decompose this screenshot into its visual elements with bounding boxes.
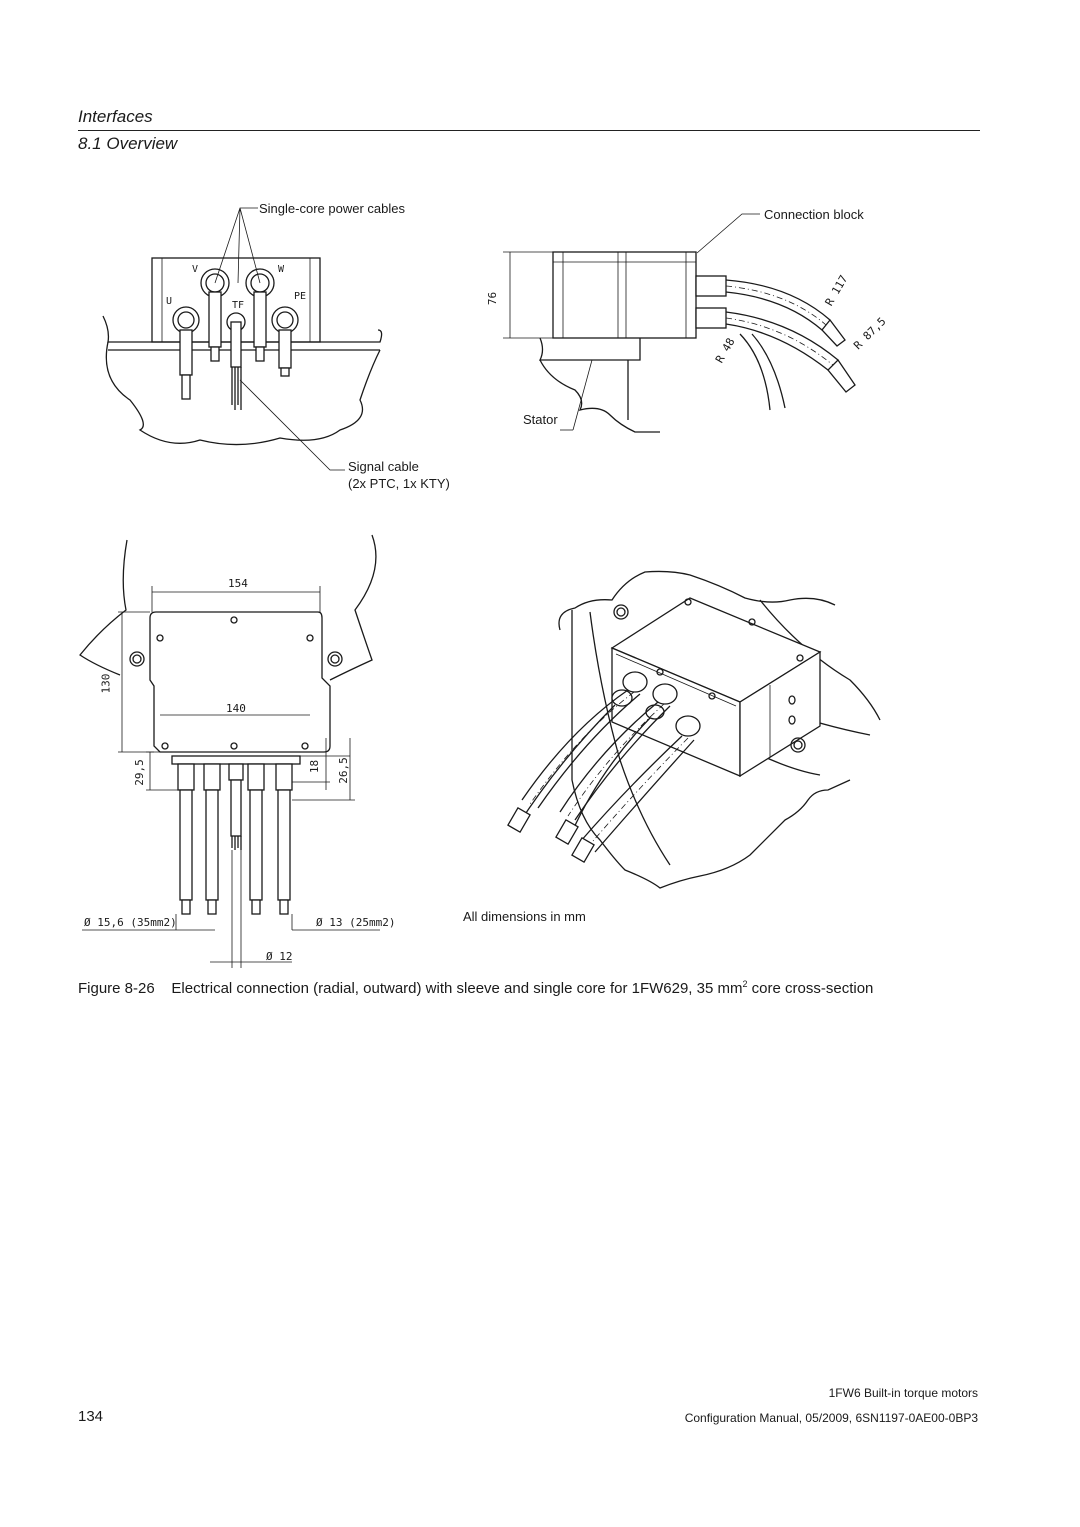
section-title: 8.1 Overview: [78, 134, 178, 153]
page-number: 134: [78, 1408, 104, 1425]
footer-manual: Configuration Manual, 05/2009, 6SN1197-0…: [684, 1411, 978, 1425]
dim-154: 154: [228, 577, 248, 590]
caption-number: Figure 8-26: [78, 980, 155, 997]
caption-text-end: core cross-section: [747, 980, 874, 997]
terminal-w: W: [278, 264, 285, 275]
terminal-u: U: [166, 296, 173, 307]
terminal-pe: PE: [294, 291, 307, 302]
label-signal-cable-line2: (2x PTC, 1x KTY): [348, 476, 450, 491]
figure-caption: Figure 8-26 Electrical connection (radia…: [78, 979, 873, 997]
label-single-core-power-cables: Single-core power cables: [259, 201, 405, 216]
chapter-title: Interfaces: [78, 107, 153, 126]
label-stator: Stator: [523, 412, 558, 427]
caption-text: Electrical connection (radial, outward) …: [171, 980, 743, 997]
dim-140: 140: [226, 702, 246, 715]
label-all-dimensions: All dimensions in mm: [463, 909, 586, 924]
label-signal-cable-line1: Signal cable: [348, 459, 419, 474]
header-rule: [78, 130, 980, 131]
dim-dia-13: Ø 13 (25mm2): [316, 916, 396, 929]
terminal-v: V: [192, 264, 199, 275]
caption-superscript: 2: [742, 979, 748, 989]
terminal-tf: TF: [232, 300, 245, 311]
dim-dia-15-6: Ø 15,6 (35mm2): [84, 916, 177, 929]
dim-dia-12: Ø 12: [266, 950, 293, 963]
label-connection-block: Connection block: [764, 207, 864, 222]
footer-product: 1FW6 Built-in torque motors: [828, 1386, 978, 1400]
